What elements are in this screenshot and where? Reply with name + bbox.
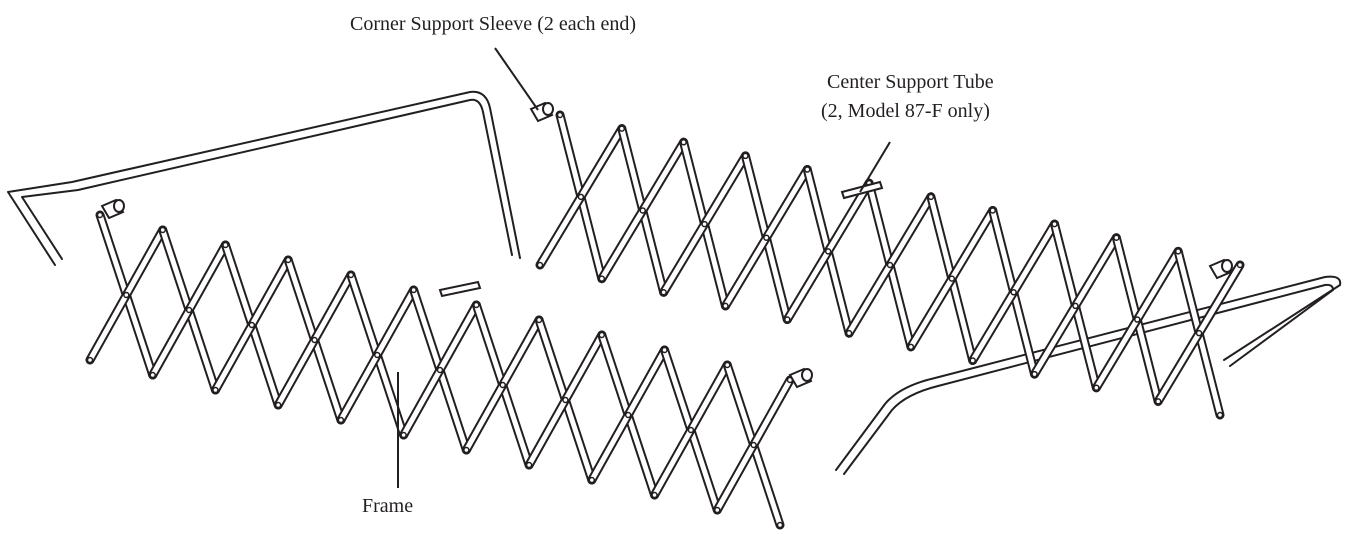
joint-pin bbox=[989, 207, 996, 214]
pivot-pin bbox=[701, 220, 708, 228]
joint-pin bbox=[598, 331, 606, 339]
joint-pin bbox=[347, 271, 355, 279]
joint-pin bbox=[804, 166, 811, 173]
pivot-pin bbox=[886, 261, 894, 269]
leader-corner-sleeve bbox=[494, 47, 539, 111]
pivot-pin bbox=[1195, 329, 1203, 337]
joint-pin bbox=[651, 491, 658, 499]
joint-pin bbox=[284, 256, 292, 264]
pivot-pin bbox=[1010, 289, 1017, 296]
corner-sleeve-right bbox=[1208, 258, 1233, 280]
pivot-pin bbox=[750, 441, 757, 449]
joint-pin bbox=[927, 193, 935, 201]
pivot-pin bbox=[639, 207, 646, 214]
joint-pin bbox=[1113, 234, 1120, 241]
joint-pin bbox=[96, 211, 104, 219]
joint-pin bbox=[845, 329, 853, 337]
joint-pin bbox=[410, 286, 417, 294]
pivot-pin bbox=[687, 426, 695, 434]
leader-center-tube bbox=[859, 141, 891, 193]
joint-pin bbox=[776, 521, 784, 529]
pivot-pin bbox=[577, 193, 585, 201]
scissor-strip-front bbox=[85, 210, 795, 530]
label-frame: Frame bbox=[362, 495, 413, 517]
pivot-pin bbox=[1072, 302, 1079, 310]
joint-pin bbox=[784, 316, 791, 323]
pivot-pin bbox=[436, 366, 444, 374]
joint-pin bbox=[400, 431, 407, 439]
pivot-pin bbox=[948, 275, 956, 282]
joint-pin bbox=[680, 139, 687, 146]
joint-pin bbox=[1031, 370, 1038, 378]
joint-pin bbox=[1154, 398, 1162, 405]
pivot-pin bbox=[374, 351, 381, 359]
joint-pin bbox=[463, 446, 470, 454]
joint-pin bbox=[525, 461, 533, 469]
joint-pin bbox=[536, 261, 544, 269]
joint-pin bbox=[1174, 248, 1182, 255]
corner-sleeve-left bbox=[100, 198, 125, 220]
pivot-pin bbox=[824, 248, 832, 255]
joint-pin bbox=[598, 275, 606, 282]
joint-pin bbox=[1216, 411, 1224, 419]
scissor-strip-back bbox=[535, 110, 1245, 420]
label-center-support-tube-line1: Center Support Tube bbox=[827, 71, 994, 93]
joint-pin bbox=[722, 302, 729, 310]
joint-pin bbox=[274, 401, 282, 409]
joint-pin bbox=[222, 241, 229, 249]
joint-pin bbox=[742, 152, 749, 160]
joint-pin bbox=[661, 346, 668, 354]
pivot-pin bbox=[248, 321, 256, 329]
joint-pin bbox=[660, 289, 667, 296]
joint-pin bbox=[556, 111, 564, 119]
joint-pin bbox=[714, 506, 721, 514]
pivot-pin bbox=[624, 411, 632, 419]
joint-pin bbox=[1236, 261, 1244, 269]
pivot-pin bbox=[1134, 316, 1141, 323]
center-support-tubes bbox=[438, 180, 884, 298]
center-tube-front bbox=[438, 280, 482, 298]
joint-pin bbox=[618, 125, 626, 132]
joint-pin bbox=[473, 301, 480, 309]
pivot-pin bbox=[499, 381, 506, 389]
joint-pin bbox=[535, 316, 543, 324]
pivot-pin bbox=[123, 291, 130, 299]
joint-pin bbox=[1093, 384, 1100, 391]
joint-pin bbox=[86, 356, 94, 364]
joint-pin bbox=[212, 386, 219, 394]
corner-sleeve-lower bbox=[788, 367, 813, 389]
joint-pin bbox=[1051, 220, 1058, 228]
joint-pin bbox=[969, 357, 976, 364]
joint-pin bbox=[149, 371, 156, 379]
joint-pin bbox=[907, 343, 915, 351]
joint-pin bbox=[159, 226, 166, 234]
joint-pin bbox=[337, 416, 345, 424]
label-corner-support-sleeve: Corner Support Sleeve (2 each end) bbox=[350, 13, 636, 35]
pivot-pin bbox=[311, 336, 318, 344]
scissor-lattice bbox=[85, 110, 1245, 530]
pivot-pin bbox=[763, 234, 770, 241]
joint-pin bbox=[724, 361, 731, 369]
label-center-support-tube-line2: (2, Model 87-F only) bbox=[821, 100, 990, 122]
leader-lines bbox=[397, 47, 891, 488]
joint-pin bbox=[588, 476, 596, 484]
pivot-pin bbox=[562, 396, 569, 404]
pivot-pin bbox=[185, 306, 193, 314]
